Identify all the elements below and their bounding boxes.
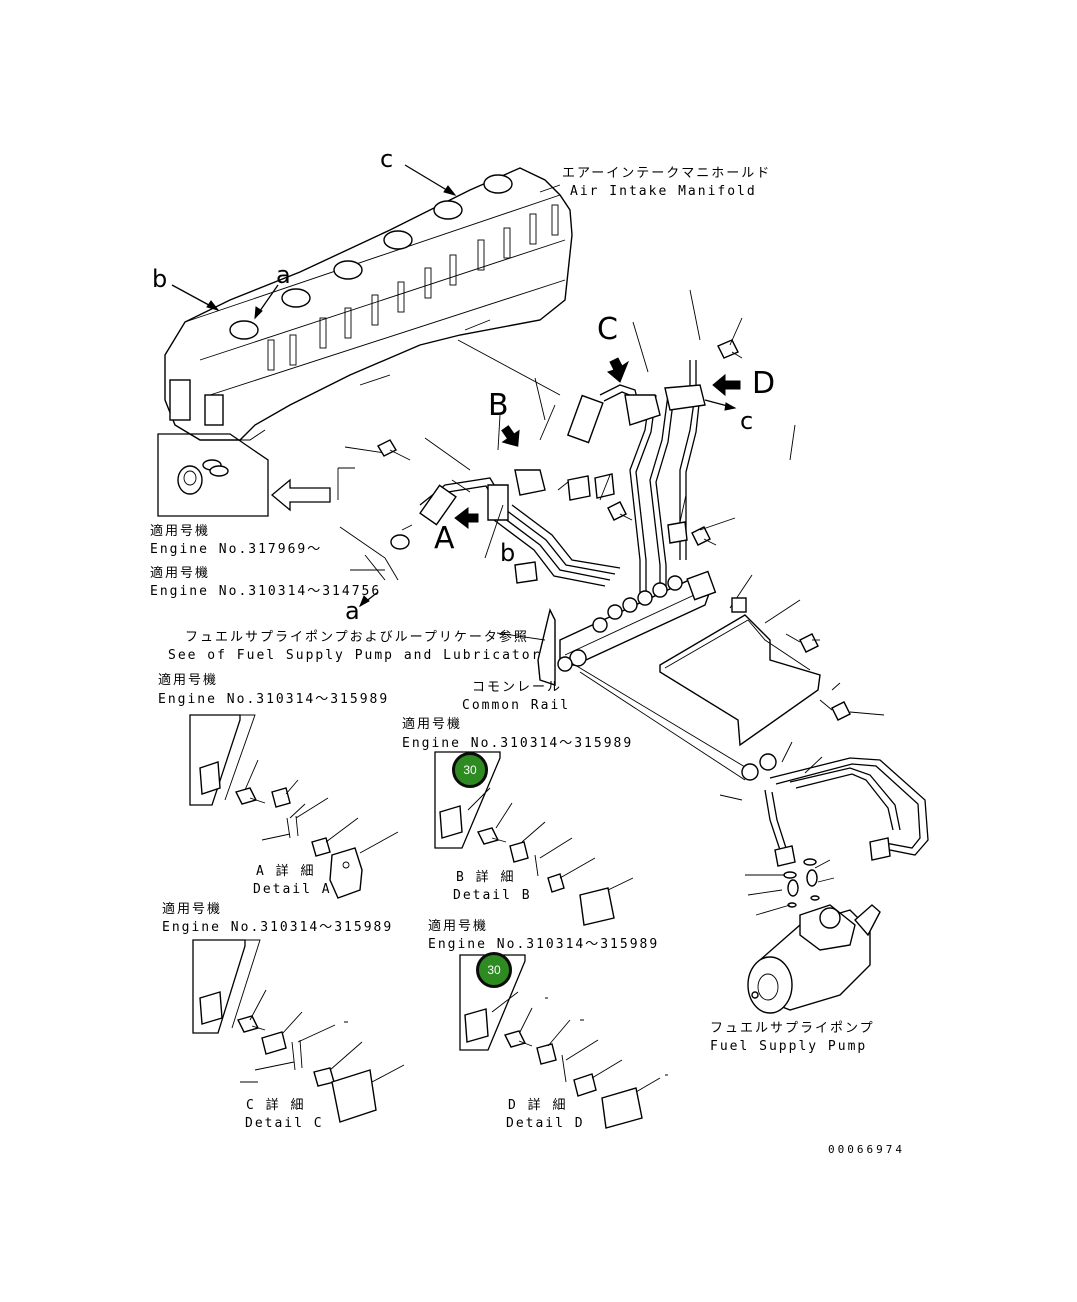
detail-b-engine-number: Engine No.310314～315989: [402, 736, 634, 751]
detail-b-title-ja: B 詳 細: [456, 870, 516, 885]
detail-d-applicable: 適用号機: [428, 919, 489, 934]
view-c-label: C: [597, 312, 618, 347]
view-arrows: [359, 357, 741, 608]
common-rail-label-en: Common Rail: [462, 698, 571, 713]
ref-c-label: c: [380, 145, 394, 173]
fuel-supply-ref-ja: フュエルサプライポンプおよびループリケータ参照: [185, 630, 529, 645]
engine-number-310314-314756: Engine No.310314～314756: [150, 584, 382, 599]
manifold-label-ja: エアーインテークマニホールド: [562, 166, 772, 181]
detail-d-engine-number: Engine No.310314～315989: [428, 937, 660, 952]
drawing-number: 00066974: [828, 1143, 905, 1156]
applicable-label-1: 適用号機: [150, 524, 211, 539]
view-a-label: A: [434, 521, 455, 556]
applicable-label-2: 適用号機: [150, 566, 211, 581]
ref-b-label: b: [152, 265, 168, 293]
view-d-label: D: [752, 366, 776, 401]
detail-d-drawing: [459, 954, 668, 1129]
detail-a-title-ja: A 詳 細: [256, 864, 316, 879]
detail-c-drawing: [192, 939, 405, 1123]
detail-c-title-en: Detail C: [245, 1116, 324, 1131]
detail-a-title-en: Detail A: [253, 882, 332, 897]
fuel-supply-ref-en: See of Fuel Supply Pump and Lubricator: [168, 648, 542, 663]
fuel-pump-label-ja: フュエルサプライポンプ: [710, 1021, 875, 1036]
view-b-label: B: [488, 388, 509, 423]
ref-c2-label: c: [740, 407, 754, 435]
clamp-brackets: [487, 384, 706, 584]
ref-a2-label: a: [345, 597, 360, 625]
engine-number-317969: Engine No.317969～: [150, 542, 323, 557]
common-rail-label-ja: コモンレール: [472, 680, 563, 695]
air-intake-manifold-part: [164, 167, 573, 441]
detail-c-applicable: 適用号機: [162, 902, 223, 917]
part-callout-30-detail-b[interactable]: 30: [452, 752, 488, 788]
detail-c-engine-number: Engine No.310314～315989: [162, 920, 394, 935]
detail-a-drawing: [189, 714, 399, 899]
manifold-label-en: Air Intake Manifold: [570, 184, 757, 199]
injection-pipes: [419, 360, 701, 600]
detail-b-applicable: 適用号機: [402, 717, 463, 732]
common-rail-part: [496, 570, 821, 781]
detail-d-title-en: Detail D: [506, 1116, 585, 1131]
ref-a-label: a: [276, 261, 291, 289]
detail-a-applicable: 適用号機: [158, 673, 219, 688]
detail-a-engine-number: Engine No.310314～315989: [158, 692, 390, 707]
detail-b-title-en: Detail B: [453, 888, 532, 903]
detail-b-drawing: [434, 751, 634, 926]
inset-fitting-box: [157, 433, 269, 517]
fuel-supply-pump-part: [741, 753, 929, 1014]
fuel-pump-label-en: Fuel Supply Pump: [710, 1039, 868, 1054]
ref-b2-label: b: [500, 539, 516, 567]
detail-c-title-ja: C 詳 細: [246, 1098, 306, 1113]
part-callout-30-detail-d[interactable]: 30: [476, 952, 512, 988]
detail-d-title-ja: D 詳 細: [508, 1098, 568, 1113]
